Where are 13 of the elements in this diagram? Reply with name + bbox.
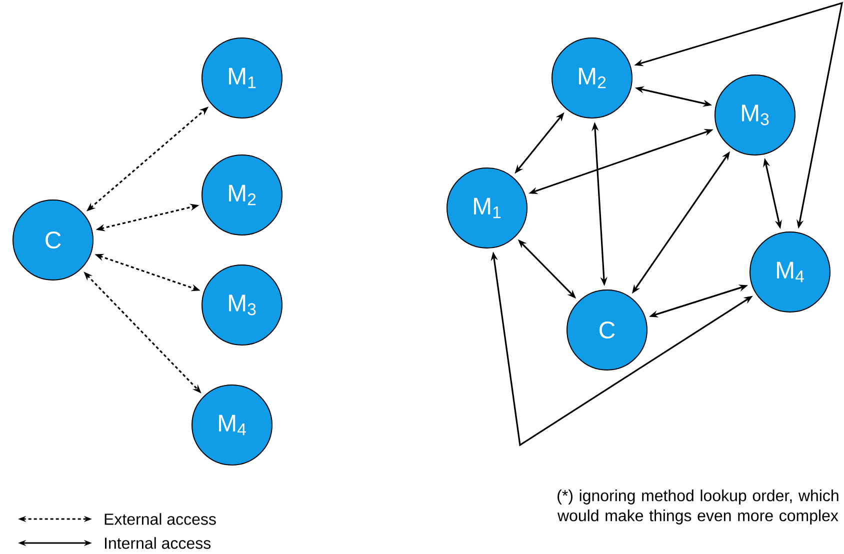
circle-node: M$_{4}$ — [192, 384, 272, 466]
circle-node: M$_{2}$ — [552, 38, 632, 118]
circle-node: C — [12, 200, 94, 280]
circle-node: C — [566, 290, 648, 370]
circle-node: M$_{3}$ — [202, 264, 282, 346]
note: (*) ignoring method lookup order, which would make things even more complex — [557, 490, 838, 524]
legend-label: Internal access — [105, 537, 211, 549]
circle-node: M$_{1}$ — [446, 168, 528, 248]
legend-label: External access — [104, 513, 216, 525]
circle-node: M$_{3}$ — [714, 74, 796, 156]
circle-node: M$_{4}$ — [750, 232, 830, 312]
circle-node: M$_{2}$ — [202, 154, 282, 236]
circle-node: M$_{1}$ — [202, 38, 282, 118]
